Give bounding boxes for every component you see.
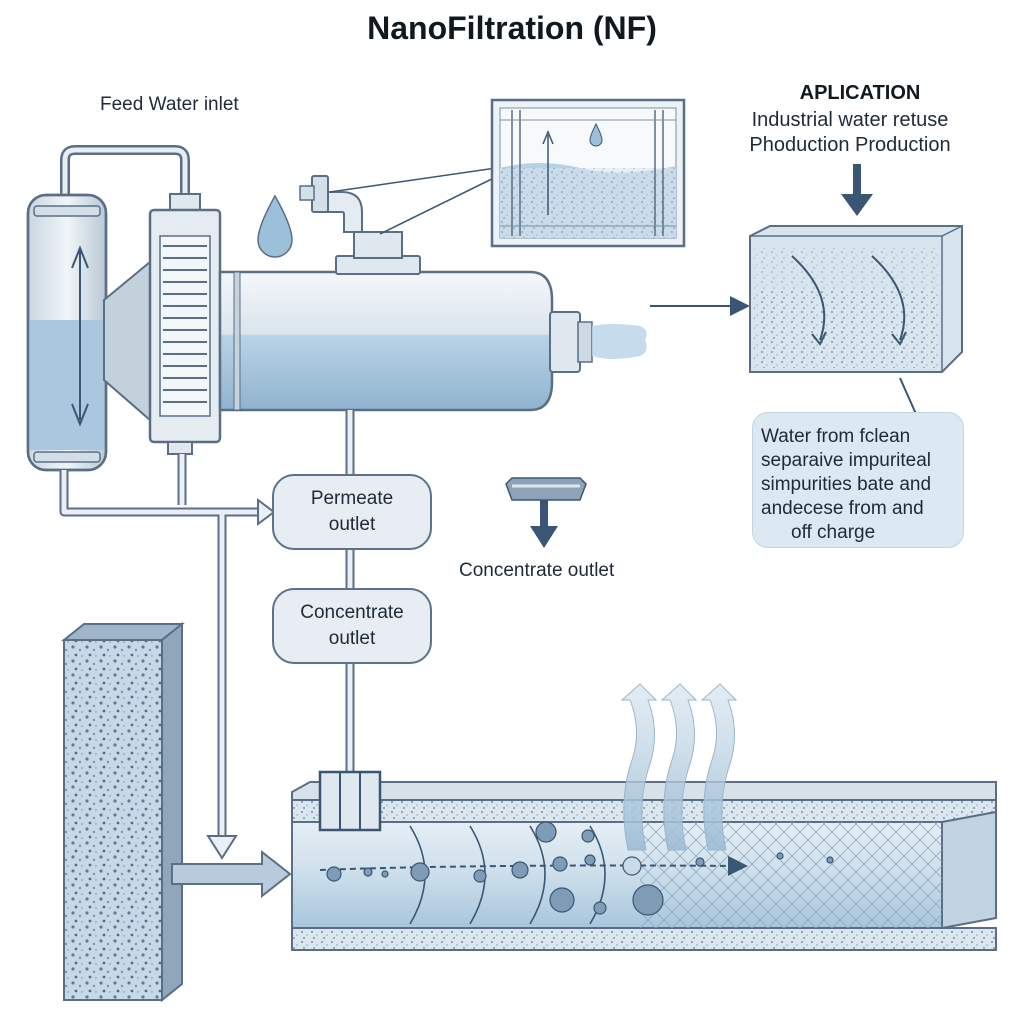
top-elbow-pipe [299,175,421,275]
feed-water-inlet-label: Feed Water inlet [100,94,239,115]
membrane-module [148,193,222,455]
concentrate-outlet-label: Concentrate outlet [459,560,615,581]
rising-flow-arrows [620,683,738,851]
description-connector [899,377,917,415]
down-arrowhead [206,835,238,860]
description-box: Water from fclean separaive impuriteal s… [752,412,964,548]
vessel-connector [103,259,151,423]
membrane-detail-box [749,225,963,373]
permeate-outlet-line-1: Permeate [310,488,394,509]
feed-inlet-pipe [60,145,190,205]
application-line-2: Phoduction Production [749,134,951,156]
zoom-inset-top [329,98,686,248]
main-cylinder [218,270,647,412]
permeate-outlet-line-2: outlet [328,514,376,535]
pressure-vessel [26,193,108,472]
description-line-4: andecese from and [761,498,924,519]
concentrate-outlet-line-1: Concentrate [300,602,404,623]
water-drop-icon [257,194,293,258]
feed-inlet-pipe-inner [62,147,188,203]
page-title: NanoFiltration (NF) [367,10,657,46]
permeate-arrowhead [257,498,276,526]
description-line-3: simpurities bate and [761,474,932,495]
description-line-2: separaive impuriteal [761,450,932,471]
application-line-1: Industrial water retuse [751,109,949,131]
description-line-1: Water from fclean [761,426,911,447]
filtration-channel [291,770,997,951]
application-heading: APLICATION [799,82,921,104]
concentrate-outlet-pill: Concentrate outlet [272,588,432,664]
porous-media-block [61,621,185,1003]
description-line-5: off charge [791,522,876,543]
application-down-arrow [841,164,873,216]
feed-arrow-into-channel [171,849,292,899]
concentrate-outlet-symbol [505,477,587,548]
concentrate-outlet-line-2: outlet [328,628,376,649]
permeate-outlet-pill: Permeate outlet [272,474,432,550]
